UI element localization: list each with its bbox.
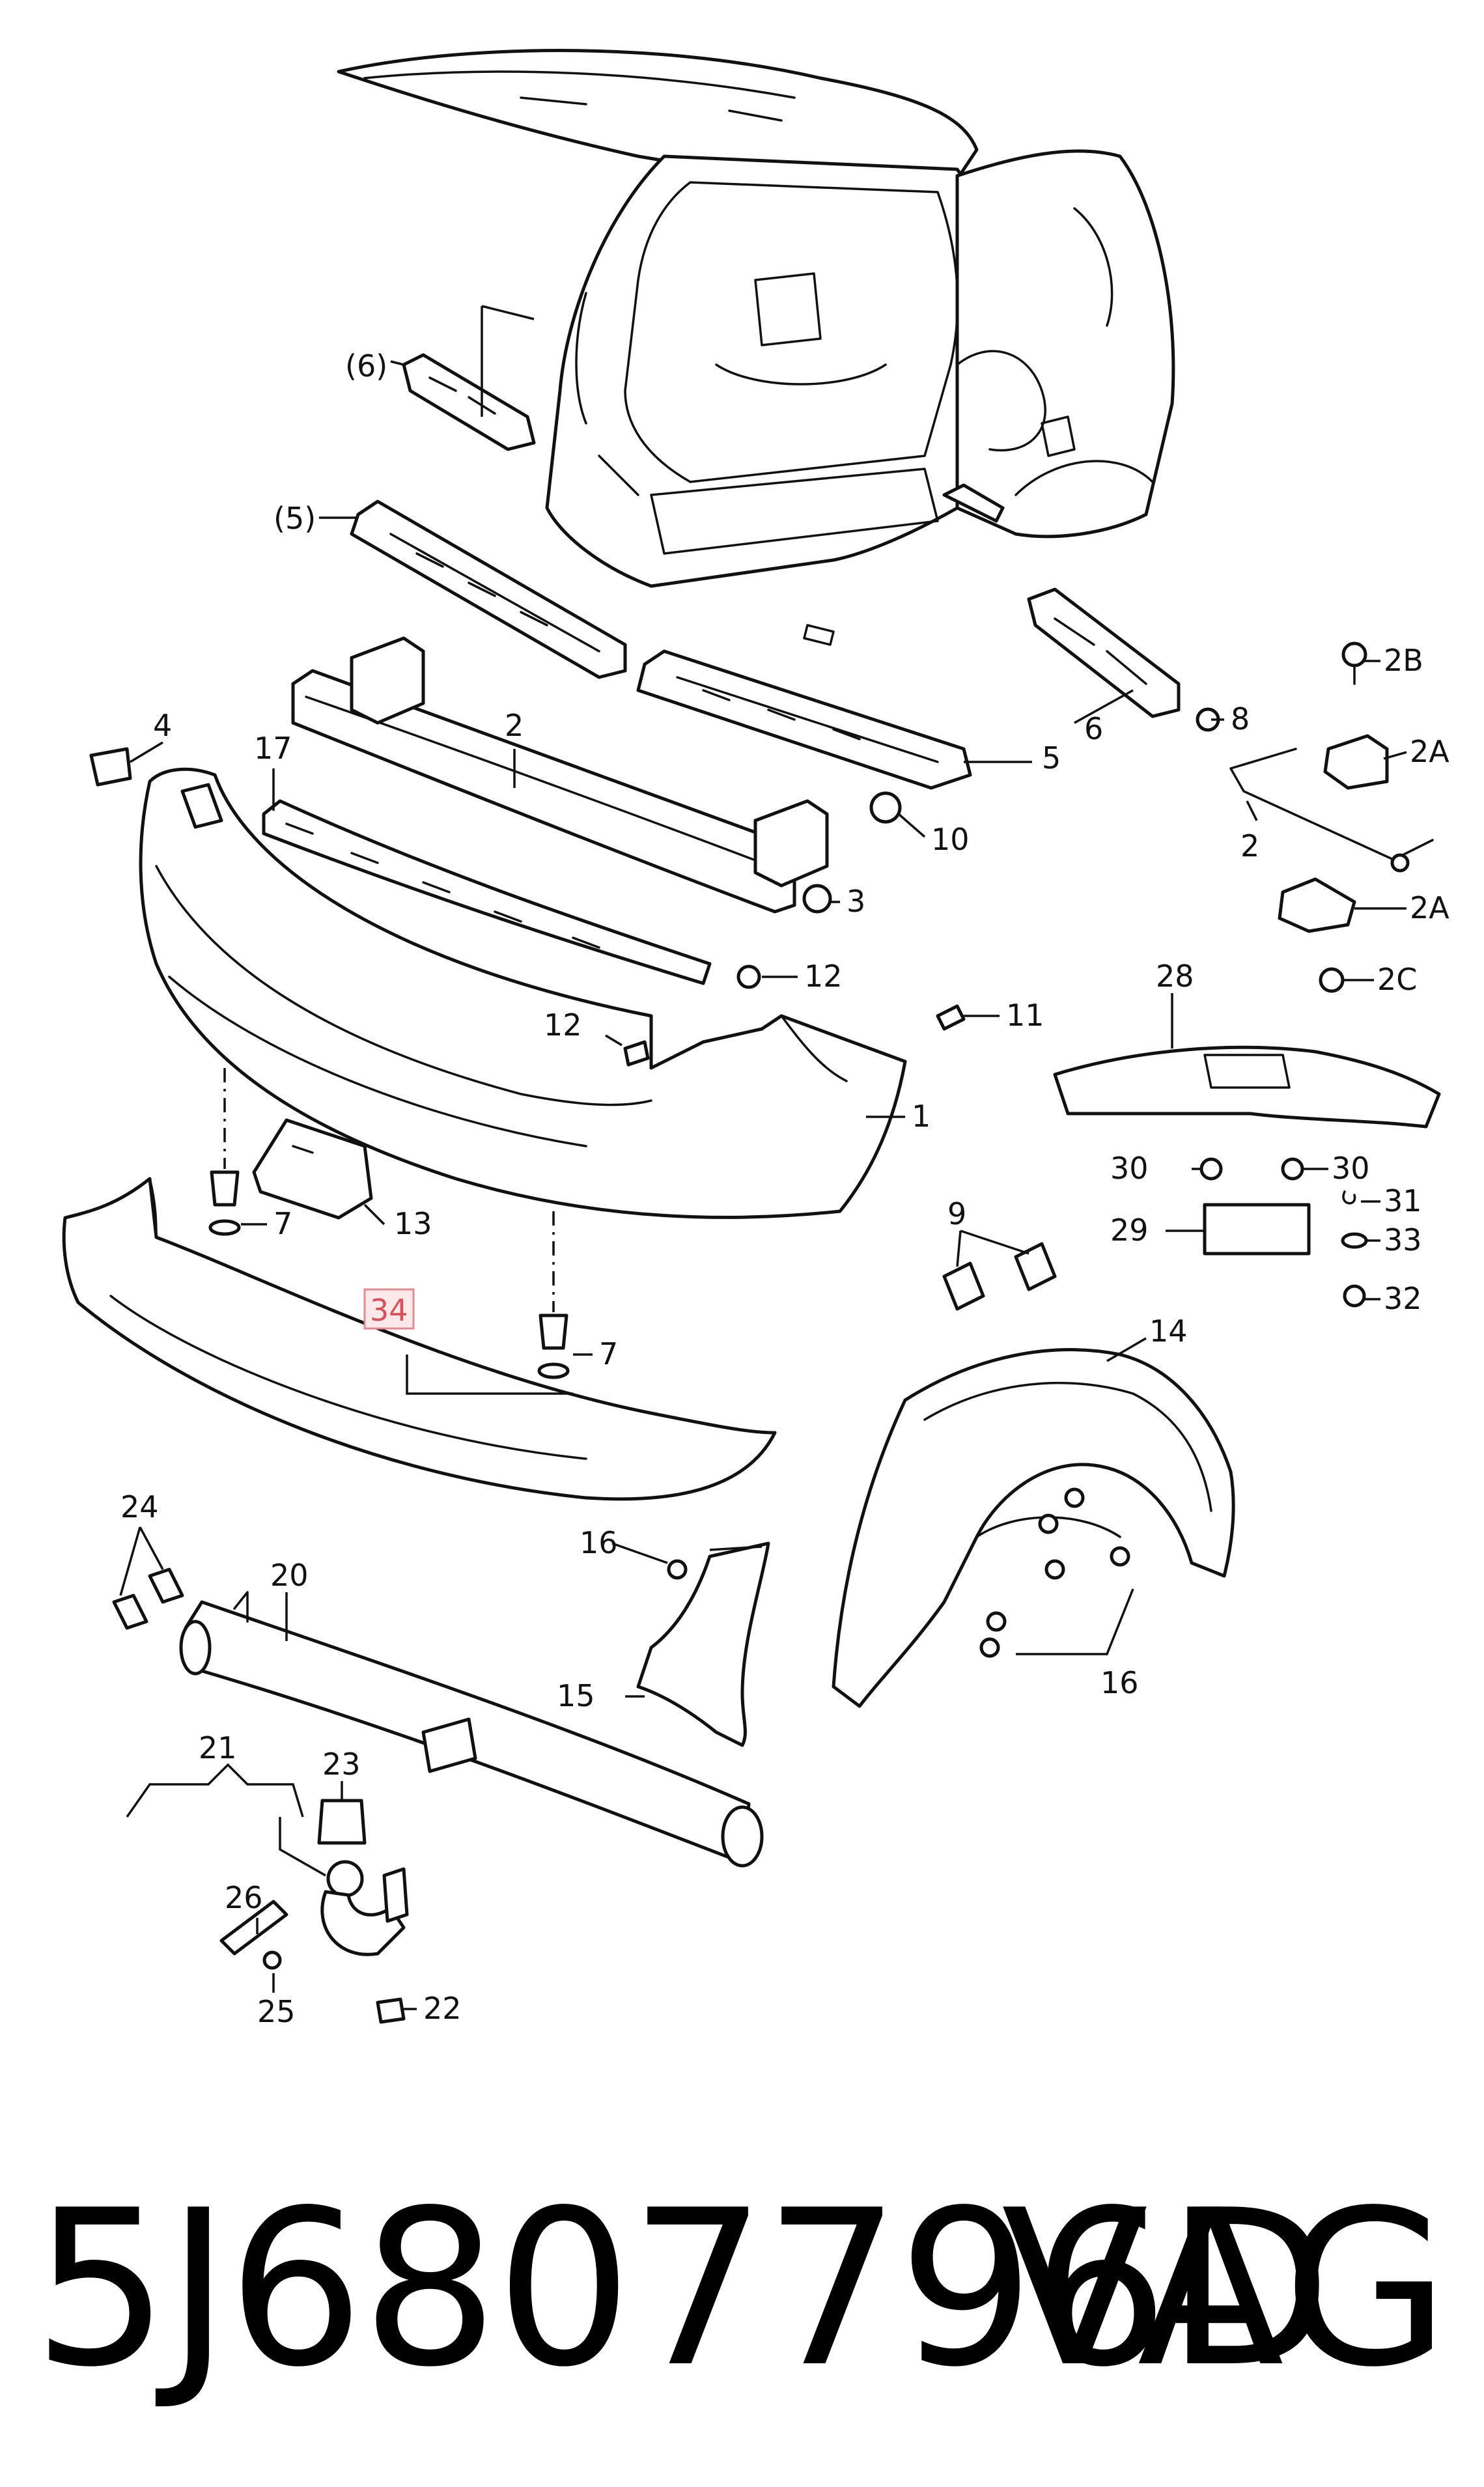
callout-2-right: 2: [1240, 828, 1259, 864]
plug-9-left: [942, 1261, 985, 1311]
callout-33: 33: [1384, 1222, 1422, 1258]
guide-strip-17: [262, 799, 712, 985]
callout-28: 28: [1156, 959, 1194, 994]
bracket-5-upper: [350, 499, 627, 679]
callout-6: 6: [1084, 711, 1103, 746]
leader-lines: [119, 305, 1407, 2010]
callout-24: 24: [120, 1489, 159, 1525]
nut-10: [869, 791, 902, 824]
cover-13: [252, 1118, 373, 1220]
clip-7-left: [208, 1170, 241, 1236]
screw-12-left: [623, 1040, 650, 1067]
callout-20: 20: [270, 1558, 309, 1593]
car-body-rear-illustration: [337, 49, 1175, 646]
callout-14: 14: [1149, 1314, 1188, 1349]
callout-2b: 2B: [1384, 643, 1423, 678]
callout-16-left: 16: [580, 1525, 618, 1560]
bolt-25: [262, 1950, 282, 1970]
towing-ball-21: [320, 1860, 409, 1956]
callout-10: 10: [931, 822, 970, 857]
bracket-4: [89, 747, 132, 787]
callout-23: 23: [322, 1747, 361, 1782]
callout-15: 15: [557, 1678, 595, 1713]
parts-diagram: (6) (5) 2 4 17 5 6 8 10 3 12 11 12 1 7 1…: [62, 49, 1449, 2029]
bolt-2b: [1341, 641, 1367, 685]
callout-7-lower: 7: [599, 1336, 618, 1371]
diffuser-34: [62, 1177, 777, 1501]
callout-12-right: 12: [804, 959, 843, 994]
callout-17: 17: [254, 731, 292, 766]
callout-2a-upper: 2A: [1410, 734, 1449, 769]
bracket-2a-upper: [1323, 734, 1389, 790]
callout-6-upper: (6): [345, 348, 387, 384]
brand-name: VAG: [1001, 2164, 1452, 2414]
cap-23: [317, 1799, 367, 1845]
callout-30-left: 30: [1110, 1151, 1149, 1186]
bracket-5-right: [636, 649, 972, 790]
screw-24-pair: [112, 1567, 184, 1630]
bracket-29: [1203, 1203, 1311, 1256]
plug-26: [219, 1900, 288, 1956]
callout-4: 4: [153, 708, 172, 743]
callout-25: 25: [257, 1994, 296, 2029]
callout-21: 21: [199, 1730, 237, 1765]
guide-bracket-left-upper: [402, 353, 536, 451]
callout-13: 13: [394, 1206, 432, 1241]
screw-30-left: [1199, 1157, 1223, 1181]
nut-22: [376, 1997, 406, 2024]
callout-34: 34: [370, 1293, 408, 1328]
callout-1: 1: [912, 1099, 931, 1134]
bumper-cover-1: [139, 767, 907, 1219]
guide-bracket-right: [942, 483, 1181, 718]
callout-34-highlight: [363, 1288, 415, 1330]
callout-22: 22: [423, 1991, 462, 2026]
callout-9: 9: [947, 1196, 966, 1231]
screw-16-cluster: [667, 1487, 1130, 1658]
clip-11: [936, 1004, 966, 1031]
callout-labels: (6) (5) 2 4 17 5 6 8 10 3 12 11 12 1 7 1…: [120, 348, 1449, 2029]
callout-5-upper: (5): [273, 501, 316, 536]
callout-8: 8: [1231, 701, 1250, 737]
screw-30-right: [1281, 1157, 1304, 1181]
callout-2c: 2C: [1377, 962, 1417, 997]
mud-flap-15: [636, 1541, 770, 1747]
callout-30-right: 30: [1332, 1151, 1370, 1186]
callout-31: 31: [1384, 1183, 1422, 1218]
part-number: 5J6807796D: [33, 2164, 1332, 2414]
rod-2: [1229, 748, 1434, 873]
caption-bar: 5J6807796D VAG: [33, 2182, 1452, 2455]
callout-2: 2: [505, 708, 524, 743]
bracket-2a-lower: [1278, 877, 1356, 933]
callout-5: 5: [1042, 740, 1061, 776]
clip-12-right: [736, 964, 761, 989]
screw-32: [1343, 1284, 1366, 1308]
bumper-reinforcement-2: [291, 636, 829, 914]
clip-7-lower: [537, 1314, 570, 1379]
callout-11: 11: [1006, 998, 1044, 1033]
callout-3: 3: [847, 884, 865, 919]
callout-12-left: 12: [544, 1007, 582, 1043]
clip-31: [1342, 1190, 1356, 1205]
callout-2a-lower: 2A: [1410, 890, 1449, 925]
callout-26: 26: [225, 1880, 263, 1915]
callout-7-left: 7: [273, 1206, 292, 1241]
washer-33: [1341, 1232, 1368, 1249]
callout-29: 29: [1110, 1213, 1149, 1248]
nut-3: [802, 884, 832, 914]
callout-32: 32: [1384, 1281, 1422, 1316]
nut-2c: [1319, 967, 1345, 993]
cover-28: [1053, 1045, 1441, 1129]
towing-bracket-20: [179, 1591, 764, 1868]
callout-16-right: 16: [1100, 1665, 1139, 1700]
plug-9-right: [1014, 1242, 1057, 1291]
wheel-housing-liner-14: [832, 1348, 1235, 1708]
